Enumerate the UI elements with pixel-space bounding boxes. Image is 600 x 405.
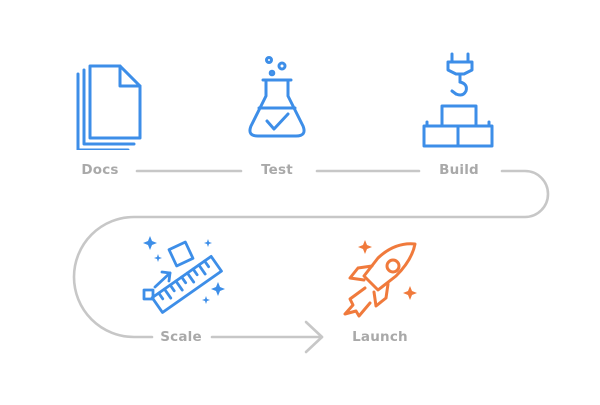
rocket-icon xyxy=(343,240,417,318)
step-label-test: Test xyxy=(261,162,293,178)
crane-blocks-icon xyxy=(422,52,494,148)
step-label-build: Build xyxy=(439,162,479,178)
step-label-docs: Docs xyxy=(81,162,119,178)
step-label-scale: Scale xyxy=(160,329,202,345)
ruler-icon xyxy=(142,236,225,314)
flask-icon xyxy=(248,56,306,138)
step-label-launch: Launch xyxy=(352,329,408,345)
documents-icon xyxy=(76,64,142,150)
arrowhead-icon xyxy=(304,320,324,354)
connector-build-scale xyxy=(72,169,550,339)
